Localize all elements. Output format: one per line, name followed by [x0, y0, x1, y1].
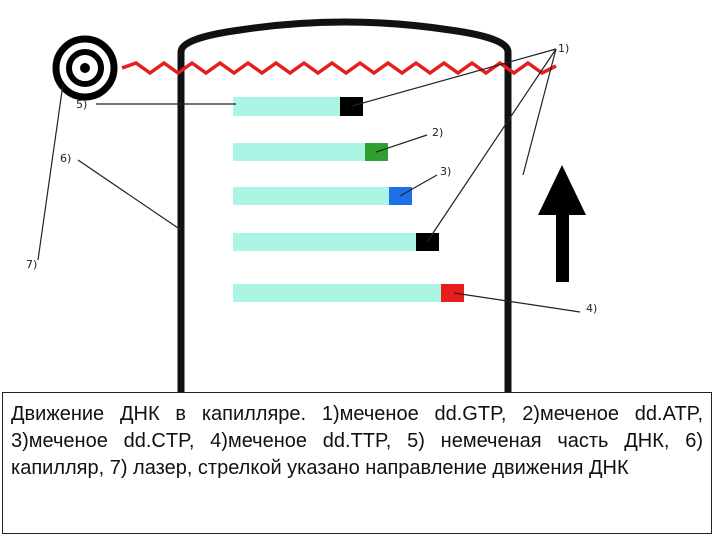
dna-fragment-5: [233, 284, 464, 302]
capillary-tube: [177, 18, 512, 400]
dna-fragment-4: [233, 233, 439, 251]
label-3: 3): [440, 165, 451, 178]
label-4: 4): [586, 302, 597, 315]
leader-lines: [37, 48, 581, 313]
label-6: 6): [60, 152, 71, 165]
dna-fragment-3: [233, 187, 412, 205]
caption-text: Движение ДНК в капилляре. 1)меченое dd.G…: [2, 392, 712, 534]
dna-fragment-2: [233, 143, 388, 161]
laser-source-icon: [52, 35, 118, 101]
dna-fragment-1: [233, 97, 363, 116]
label-2: 2): [432, 126, 443, 139]
label-7: 7): [26, 258, 37, 271]
label-5: 5): [76, 98, 87, 111]
direction-arrow-icon: [538, 165, 586, 282]
label-1: 1): [558, 42, 569, 55]
laser-beam: [121, 60, 557, 76]
